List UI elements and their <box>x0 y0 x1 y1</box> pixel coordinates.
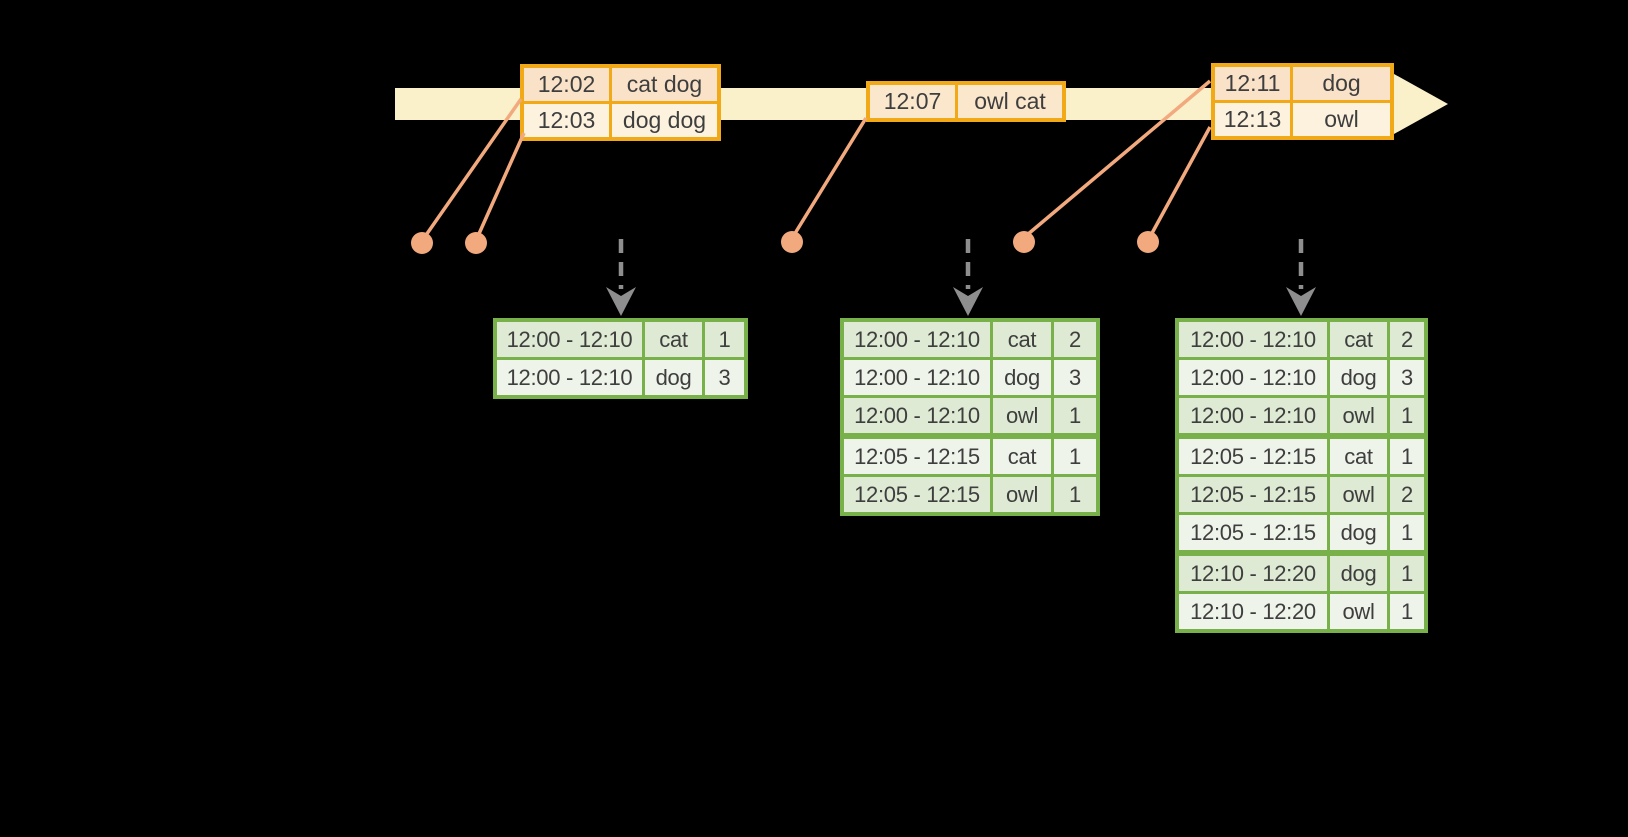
result-row: 12:10 - 12:20 owl 1 <box>1179 594 1424 629</box>
result-count: 3 <box>1390 360 1424 395</box>
result-window: 12:05 - 12:15 <box>1179 439 1327 474</box>
result-word: owl <box>993 477 1051 512</box>
trigger-arrowheads <box>606 287 1316 316</box>
result-row: 12:05 - 12:15 owl 2 <box>1179 477 1424 512</box>
result-table-2: 12:00 - 12:10 cat 2 12:00 - 12:10 dog 3 … <box>840 318 1100 516</box>
result-count: 3 <box>1054 360 1096 395</box>
event-time: 12:11 <box>1215 67 1290 100</box>
result-word: dog <box>645 360 702 395</box>
trigger-arrows <box>618 239 1304 289</box>
result-count: 1 <box>1390 556 1424 591</box>
result-count: 1 <box>1390 439 1424 474</box>
result-count: 1 <box>705 322 744 357</box>
result-count: 1 <box>1054 477 1096 512</box>
result-word: cat <box>1330 322 1387 357</box>
result-window: 12:05 - 12:15 <box>844 477 990 512</box>
result-word: dog <box>993 360 1051 395</box>
event-row: 12:02 cat dog <box>524 68 717 101</box>
result-window: 12:00 - 12:10 <box>1179 360 1327 395</box>
event-words: dog dog <box>612 104 717 137</box>
event-dots <box>411 231 1159 254</box>
result-window: 12:00 - 12:10 <box>844 398 990 433</box>
result-row: 12:00 - 12:10 dog 3 <box>1179 360 1424 395</box>
event-connector-line <box>1149 126 1212 236</box>
result-window: 12:00 - 12:10 <box>844 322 990 357</box>
trigger-arrowhead-icon <box>606 287 636 316</box>
result-row: 12:00 - 12:10 owl 1 <box>1179 398 1424 433</box>
result-word: cat <box>993 322 1051 357</box>
result-row: 12:00 - 12:10 cat 2 <box>844 322 1096 357</box>
result-row: 12:10 - 12:20 dog 1 <box>1179 556 1424 591</box>
result-word: dog <box>1330 556 1387 591</box>
event-dot <box>1013 231 1035 253</box>
result-count: 1 <box>1054 398 1096 433</box>
result-row: 12:00 - 12:10 cat 2 <box>1179 322 1424 357</box>
result-count: 2 <box>1390 322 1424 357</box>
result-word: owl <box>1330 594 1387 629</box>
result-row: 12:05 - 12:15 cat 1 <box>1179 439 1424 474</box>
event-dot <box>781 231 803 253</box>
result-count: 2 <box>1390 477 1424 512</box>
result-count: 1 <box>1390 594 1424 629</box>
result-row: 12:00 - 12:10 owl 1 <box>844 398 1096 433</box>
event-time: 12:13 <box>1215 103 1290 136</box>
event-row: 12:11 dog <box>1215 67 1390 100</box>
event-table-3: 12:11 dog 12:13 owl <box>1211 63 1394 140</box>
event-words: cat dog <box>612 68 717 101</box>
result-table-1: 12:00 - 12:10 cat 1 12:00 - 12:10 dog 3 <box>493 318 748 399</box>
result-row: 12:05 - 12:15 dog 1 <box>1179 515 1424 550</box>
result-count: 1 <box>1054 439 1096 474</box>
result-row: 12:00 - 12:10 cat 1 <box>497 322 744 357</box>
result-row: 12:05 - 12:15 cat 1 <box>844 439 1096 474</box>
event-row: 12:03 dog dog <box>524 104 717 137</box>
result-window: 12:00 - 12:10 <box>844 360 990 395</box>
event-row: 12:07 owl cat <box>870 85 1062 118</box>
event-connector-line <box>792 117 868 236</box>
result-word: owl <box>993 398 1051 433</box>
result-word: cat <box>993 439 1051 474</box>
event-row: 12:13 owl <box>1215 103 1390 136</box>
result-word: cat <box>645 322 702 357</box>
event-time: 12:07 <box>870 85 955 118</box>
result-window: 12:05 - 12:15 <box>844 439 990 474</box>
event-words: owl <box>1293 103 1390 136</box>
trigger-arrowhead-icon <box>953 287 983 316</box>
result-count: 3 <box>705 360 744 395</box>
result-window: 12:05 - 12:15 <box>1179 515 1327 550</box>
event-dot <box>1137 231 1159 253</box>
trigger-arrowhead-icon <box>1286 287 1316 316</box>
event-table-1: 12:02 cat dog 12:03 dog dog <box>520 64 721 141</box>
event-table-2: 12:07 owl cat <box>866 81 1066 122</box>
result-word: dog <box>1330 515 1387 550</box>
result-word: dog <box>1330 360 1387 395</box>
event-connector-line <box>476 132 526 237</box>
result-row: 12:00 - 12:10 dog 3 <box>844 360 1096 395</box>
event-dot <box>411 232 433 254</box>
result-count: 1 <box>1390 515 1424 550</box>
event-dot <box>465 232 487 254</box>
event-words: dog <box>1293 67 1390 100</box>
event-time: 12:02 <box>524 68 609 101</box>
result-window: 12:00 - 12:10 <box>1179 398 1327 433</box>
timeline-arrowhead-icon <box>1394 74 1448 134</box>
result-count: 1 <box>1390 398 1424 433</box>
result-window: 12:00 - 12:10 <box>497 322 642 357</box>
event-words: owl cat <box>958 85 1062 118</box>
result-row: 12:00 - 12:10 dog 3 <box>497 360 744 395</box>
result-word: cat <box>1330 439 1387 474</box>
result-row: 12:05 - 12:15 owl 1 <box>844 477 1096 512</box>
event-time: 12:03 <box>524 104 609 137</box>
result-window: 12:00 - 12:10 <box>1179 322 1327 357</box>
result-table-3: 12:00 - 12:10 cat 2 12:00 - 12:10 dog 3 … <box>1175 318 1428 633</box>
result-word: owl <box>1330 477 1387 512</box>
result-window: 12:10 - 12:20 <box>1179 556 1327 591</box>
result-word: owl <box>1330 398 1387 433</box>
result-window: 12:00 - 12:10 <box>497 360 642 395</box>
result-window: 12:10 - 12:20 <box>1179 594 1327 629</box>
result-window: 12:05 - 12:15 <box>1179 477 1327 512</box>
result-count: 2 <box>1054 322 1096 357</box>
